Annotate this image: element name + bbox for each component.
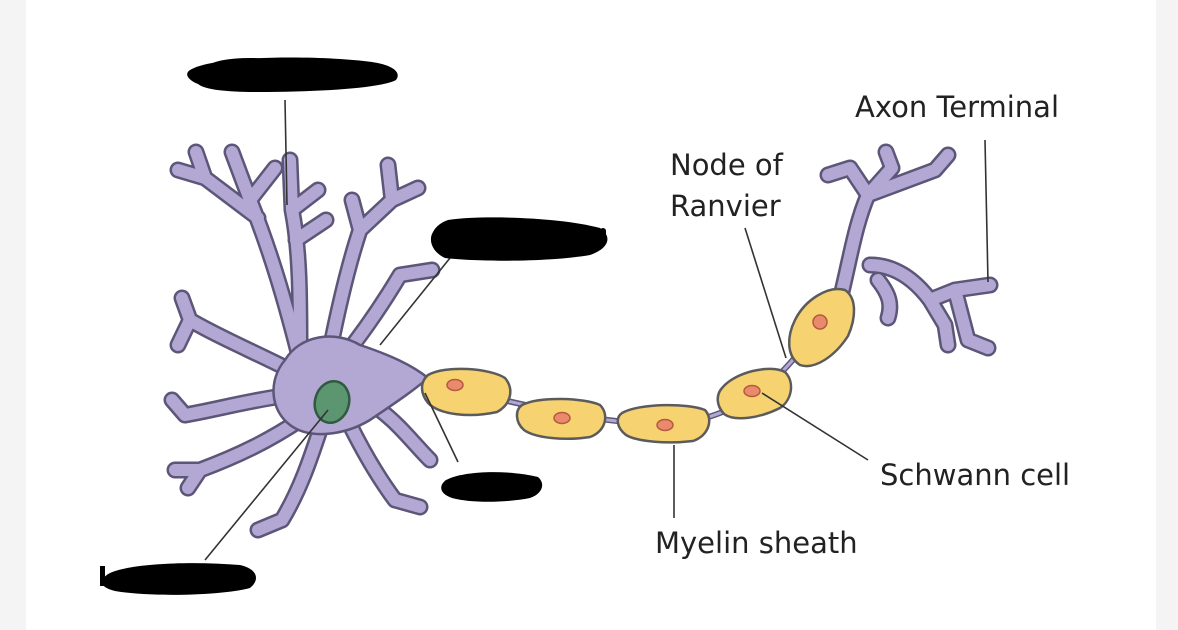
nucleus (313, 379, 351, 425)
label-axon-terminal: Axon Terminal (855, 90, 1059, 124)
leader-schwann-cell (761, 392, 869, 461)
right-margin (1156, 0, 1178, 630)
schwann-cell-4 (716, 367, 793, 420)
redaction-axon (441, 472, 543, 502)
label-myelin-sheath: Myelin sheath (655, 526, 858, 560)
schwann-cell-3 (616, 403, 711, 444)
leader-dendrites (284, 99, 288, 206)
redaction-cell-body (430, 217, 608, 261)
left-margin (0, 0, 26, 630)
schwann-cell-2 (515, 397, 607, 440)
label-node-of-ranvier-line2: Ranvier (670, 189, 781, 223)
dendrites (163, 143, 999, 539)
leader-axon (424, 392, 459, 463)
leader-nucleus (204, 409, 329, 561)
myelin-segments (420, 287, 856, 444)
cell-body (272, 335, 430, 436)
redaction-dendrites (187, 57, 398, 92)
label-schwann-cell: Schwann cell (880, 458, 1070, 492)
leader-node-of-ranvier (744, 227, 787, 359)
leader-lines (204, 99, 989, 561)
schwann-cell-1 (420, 367, 512, 417)
leader-cell-body (379, 257, 451, 346)
redaction-marks (100, 57, 608, 595)
leader-axon-terminal (984, 139, 989, 283)
schwann-cell-5 (788, 287, 856, 368)
redaction-nucleus (100, 563, 256, 595)
label-node-of-ranvier-line1: Node of (670, 148, 784, 182)
